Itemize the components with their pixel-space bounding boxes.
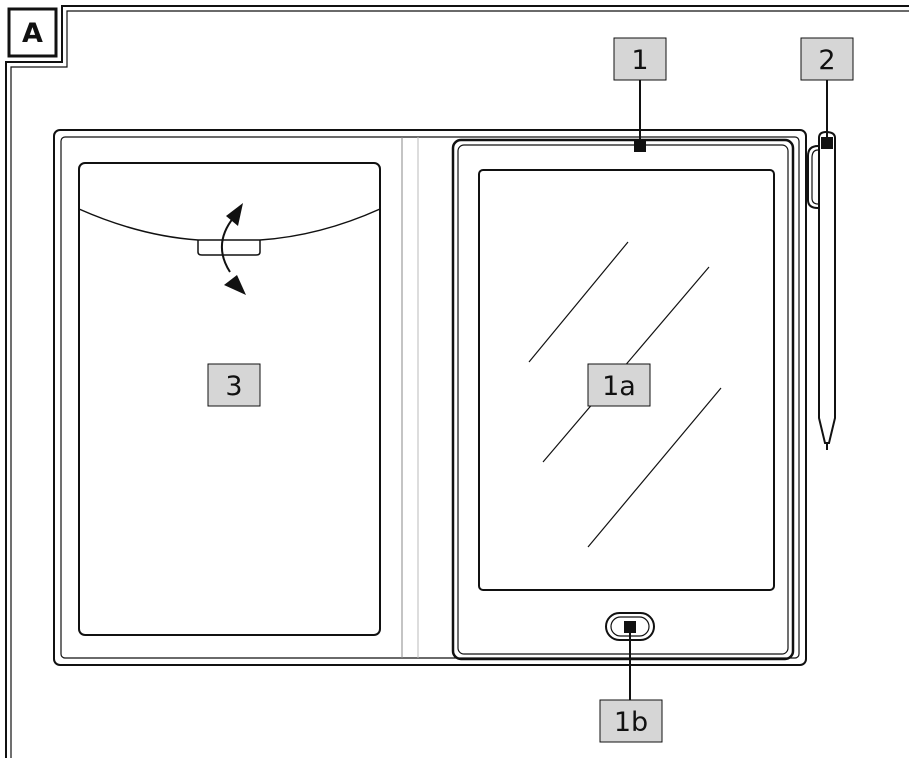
callout-home-button-text: 1b	[614, 707, 648, 738]
cover-pocket	[78, 162, 381, 636]
tablet-screen	[478, 169, 775, 591]
callout-home-button: 1b	[599, 699, 663, 743]
figure-frame	[5, 5, 909, 758]
curved-double-arrow-icon	[221, 203, 246, 295]
stylus	[818, 130, 836, 450]
callout-stylus: 2	[800, 37, 854, 81]
callout-screen: 1a	[587, 363, 651, 407]
callout-leaders	[629, 80, 828, 700]
stylus-loop	[807, 145, 819, 209]
callout-screen-text: 1a	[602, 371, 636, 402]
section-letter: A	[22, 18, 43, 49]
tablet-top-marker	[634, 140, 646, 152]
callout-stylus-text: 2	[818, 45, 835, 76]
section-letter-badge: A	[7, 7, 58, 58]
callout-cover-pocket-text: 3	[225, 371, 242, 402]
callout-tablet-text: 1	[631, 45, 648, 76]
callout-tablet: 1	[613, 37, 667, 81]
figure-frame-inner	[10, 10, 909, 758]
callout-cover-pocket: 3	[207, 363, 261, 407]
folio-case	[53, 129, 807, 666]
